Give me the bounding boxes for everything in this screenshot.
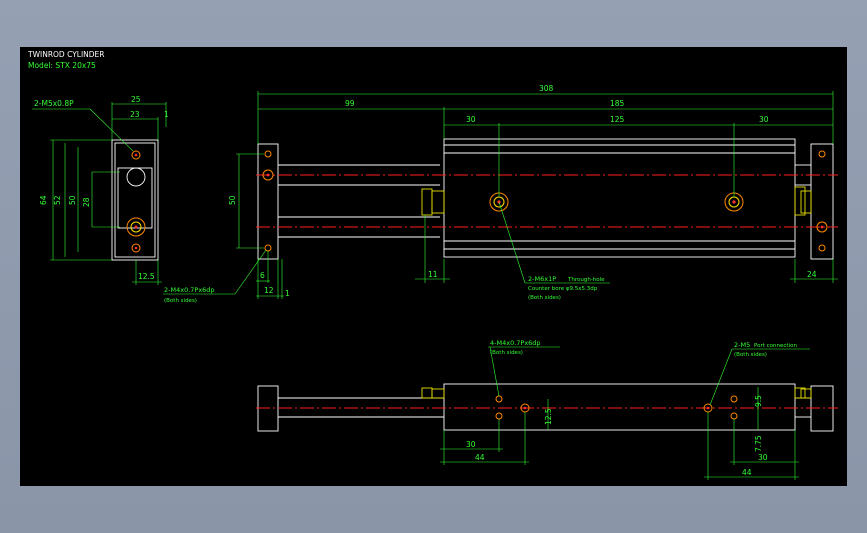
side-end-plate-right bbox=[810, 385, 834, 432]
dim-11: 11 bbox=[428, 270, 438, 279]
note-m4-line2: (Both sides) bbox=[164, 298, 197, 304]
end-view: 25 23 1 64 52 50 28 12.5 bbox=[32, 95, 169, 285]
top-plate-hole-right bbox=[816, 221, 828, 233]
note-m4b-line2: (Both sides) bbox=[490, 350, 523, 356]
dim-bot-44b: 44 bbox=[742, 468, 752, 477]
top-nut-left-1 bbox=[421, 188, 433, 216]
dim-185: 185 bbox=[610, 99, 625, 108]
dim-end-1: 1 bbox=[164, 110, 169, 119]
end-view-body bbox=[111, 139, 159, 261]
dim-bot-44a: 44 bbox=[475, 453, 485, 462]
end-view-rod bbox=[126, 167, 146, 187]
note-m6-line2: Counter bore φ9.5x5.3dp bbox=[528, 286, 598, 292]
dim-end-52: 52 bbox=[53, 195, 62, 205]
end-view-inner bbox=[114, 142, 156, 258]
dim-bot-12-5: 12.5 bbox=[544, 408, 553, 425]
dim-end-28: 28 bbox=[82, 197, 91, 207]
end-view-cavity bbox=[117, 167, 153, 229]
note-m6-line3: (Both sides) bbox=[528, 295, 561, 301]
cad-drawing: TWINROD CYLINDER Model: STX 20x75 bbox=[27, 50, 838, 480]
dim-bot-9-5: 9.5 bbox=[754, 395, 763, 407]
dim-bot-30b: 30 bbox=[758, 453, 768, 462]
top-end-plate-right bbox=[810, 143, 834, 260]
side-end-plate-left bbox=[257, 385, 279, 432]
end-view-hole-bottom bbox=[131, 243, 141, 253]
dim-end-25: 25 bbox=[131, 95, 141, 104]
dim-overall-308: 308 bbox=[539, 84, 554, 93]
dim-12: 12 bbox=[264, 286, 274, 295]
note-m6-line1b: Through-hole bbox=[567, 277, 605, 283]
top-nut-left-2 bbox=[431, 190, 445, 214]
dim-125: 125 bbox=[610, 115, 625, 124]
dim-end-12-5: 12.5 bbox=[138, 272, 155, 281]
side-cylinder-body bbox=[443, 383, 796, 431]
note-m5b-line1b: Port connection bbox=[754, 343, 797, 349]
note-m6-line1: 2-M6x1P bbox=[528, 275, 556, 283]
top-nut-right-1 bbox=[794, 186, 806, 216]
dim-99: 99 bbox=[345, 99, 355, 108]
note-m4b-line1: 4-M4x0.7Px6dp bbox=[490, 339, 541, 347]
dim-bot-7-75: 7.75 bbox=[754, 435, 763, 452]
dim-1a: 1 bbox=[285, 289, 290, 298]
top-nut-right-2 bbox=[800, 190, 812, 214]
note-m5: 2-M5x0.8P bbox=[34, 99, 74, 108]
note-m5b-line1: 2-M5 bbox=[734, 341, 750, 349]
dim-end-64: 64 bbox=[39, 195, 48, 205]
note-m5b-line2: (Both sides) bbox=[734, 352, 767, 358]
dim-end-23: 23 bbox=[130, 110, 140, 119]
top-plate-hole-left bbox=[262, 169, 274, 181]
dim-50: 50 bbox=[228, 195, 237, 205]
top-end-plate-left bbox=[257, 143, 279, 260]
top-view: 308 99 185 30 125 30 24 11 bbox=[163, 84, 838, 304]
dim-6: 6 bbox=[260, 271, 265, 280]
drawing-model: Model: STX 20x75 bbox=[28, 61, 96, 70]
end-view-hole-top bbox=[131, 150, 141, 160]
drawing-title: TWINROD CYLINDER bbox=[27, 50, 105, 59]
end-view-port bbox=[126, 217, 146, 237]
note-m4-line1: 2-M4x0.7Px6dp bbox=[164, 286, 215, 294]
dim-end-50: 50 bbox=[68, 195, 77, 205]
dim-24: 24 bbox=[807, 270, 817, 279]
side-view: 30 44 12.5 30 44 9.5 7.75 4-M4x0.7Px6dp bbox=[256, 339, 838, 480]
cad-canvas[interactable]: TWINROD CYLINDER Model: STX 20x75 bbox=[20, 47, 847, 486]
dim-30b: 30 bbox=[759, 115, 769, 124]
dim-30a: 30 bbox=[466, 115, 476, 124]
dim-bot-30a: 30 bbox=[466, 440, 476, 449]
